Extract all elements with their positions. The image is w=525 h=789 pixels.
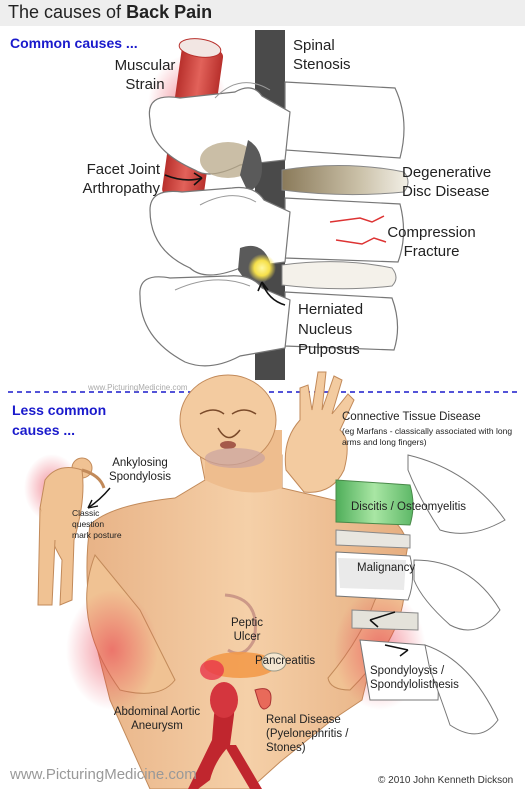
facet-joint-label: Facet Joint Arthropathy [82,161,160,197]
watermark: www.PicturingMedicine.com [88,383,188,392]
compression-fracture-icon [329,215,387,245]
spinal-stenosis-label: Spinal Stenosis [293,37,351,73]
less-common-heading: Less common causes ... [12,402,107,438]
spondylolysis-label: Spondyloysis / Spondylolisthesis [370,665,459,691]
bent-figure-icon [37,457,106,606]
spine-upper [139,30,409,380]
back-pain-illustration [8,30,520,789]
muscular-strain-label: Muscular Strain [114,57,176,93]
herniated-disc-icon [238,245,397,290]
ankylosing-label: Ankylosing Spondylosis [108,457,171,483]
malignancy-label: Malignancy [357,562,416,574]
footer-copyright: © 2010 John Kenneth Dickson [378,775,514,786]
degenerative-disc-icon [281,164,409,196]
peptic-ulcer-label: Peptic Ulcer [231,617,263,643]
pancreatitis-label: Pancreatitis [255,655,316,667]
renal-label: Renal Disease (Pyelonephritis / Stones) [266,714,349,754]
mouth [220,441,236,449]
foramen-1 [240,140,262,192]
body-figure [24,374,426,789]
title-bar: The causes of Back Pain [0,0,525,26]
aneurysm-icon [210,682,238,718]
pointer-arrows [164,172,286,306]
connective-tissue-label: Connective Tissue Disease [342,411,481,423]
discitis-label: Discitis / Osteomyelitis [351,501,467,513]
connective-tissue-note: (eg Marfans - classically associated wit… [342,426,513,447]
discitis-vertebra [335,479,414,526]
kidney-icon [254,688,272,710]
spine-lower [335,454,506,735]
herniated-label: Herniated Nucleus Pulposus [298,301,364,358]
closed-eyes [199,409,257,415]
page-title: The causes of Back Pain [8,2,213,22]
common-causes-heading: Common causes ... [10,35,138,51]
slip-arrows [369,611,409,657]
degenerative-disc-label: Degenerative Disc Disease [402,164,492,200]
compression-fracture-label: Compression Fracture [387,224,476,260]
footer-site: www.PicturingMedicine.com [10,766,197,783]
vertebra-3 [139,275,399,367]
hand-icon [284,371,355,493]
classic-posture-label: Classic question mark posture [72,508,122,540]
abdominal-aneurysm-label: Abdominal Aortic Aneurysm [113,706,201,732]
ankylosing-arrow [87,487,111,509]
